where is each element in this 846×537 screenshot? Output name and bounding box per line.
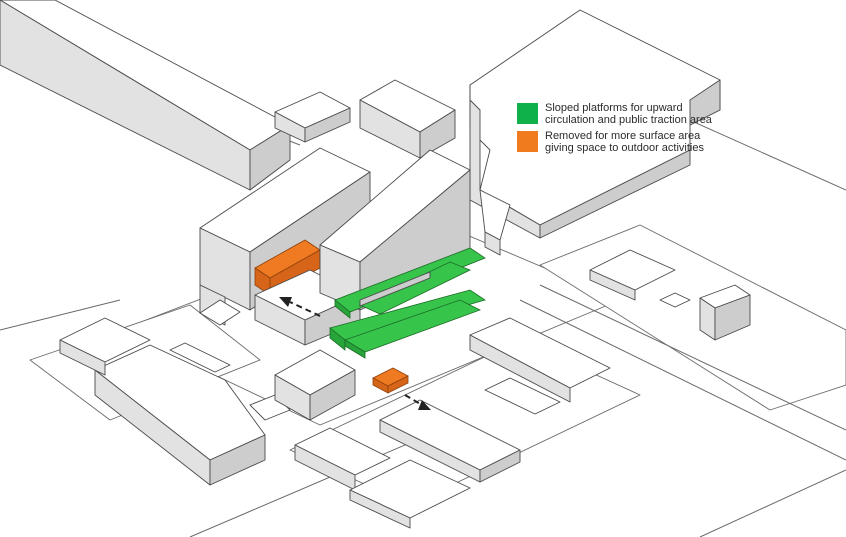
road-edge-east-2 xyxy=(539,284,846,431)
legend: Sloped platforms for upward circulation … xyxy=(517,102,720,158)
legend-item-orange: Removed for more surface area giving spa… xyxy=(517,130,720,154)
building-northwest-slab xyxy=(0,0,291,191)
road-edge-south xyxy=(189,429,441,537)
road-edge-se xyxy=(699,469,846,537)
building-east-small xyxy=(589,249,751,341)
orange-swatch-icon xyxy=(517,131,538,152)
building-north-curved xyxy=(359,79,456,159)
removed-block-south xyxy=(372,367,409,394)
legend-item-green: Sloped platforms for upward circulation … xyxy=(517,102,720,126)
road-edge-west xyxy=(0,299,121,331)
building-north-small xyxy=(274,91,351,143)
building-south-center xyxy=(274,349,356,421)
building-northeast-large xyxy=(469,9,721,256)
legend-label-orange: Removed for more surface area giving spa… xyxy=(545,130,704,154)
legend-label-green: Sloped platforms for upward circulation … xyxy=(545,102,712,126)
arrow-southeast xyxy=(404,394,431,410)
road-edge-east xyxy=(519,299,846,461)
sloped-platforms-green xyxy=(329,247,486,359)
arrow-west xyxy=(279,297,321,317)
building-southeast-cluster xyxy=(294,317,611,529)
building-southwest-curved xyxy=(59,317,291,486)
building-central-tower xyxy=(319,149,471,311)
green-swatch-icon xyxy=(517,103,538,124)
